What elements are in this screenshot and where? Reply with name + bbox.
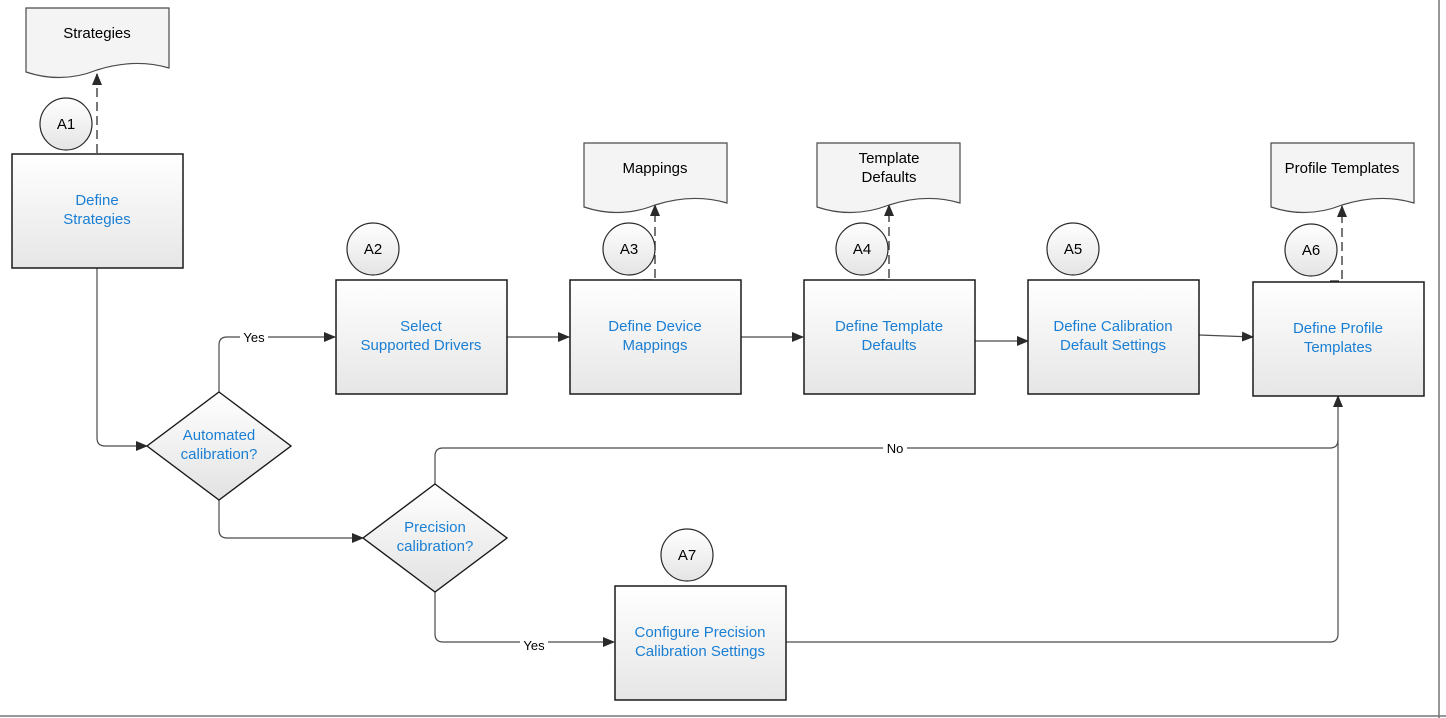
edge-label-precision-no: No <box>883 441 907 456</box>
svg-text:Yes: Yes <box>243 330 265 345</box>
document-mappings-label: Mappings <box>622 160 687 177</box>
svg-text:A2: A2 <box>364 241 382 258</box>
decision-precision-line1: Precision <box>404 519 466 536</box>
svg-text:A5: A5 <box>1064 241 1082 258</box>
step-id-circle-a7: A7 <box>660 528 714 582</box>
step-a6-line1: Define Profile <box>1293 320 1383 337</box>
step-a5-line1: Define Calibration <box>1053 318 1172 335</box>
step-a2-line1: Select <box>400 318 443 335</box>
decision-automated-line2: calibration? <box>181 446 258 463</box>
decision-automated-calibration[interactable]: Automated calibration? <box>145 391 293 501</box>
dashed-a6-profile-templates <box>1330 205 1347 282</box>
connector-a7-a6 <box>786 440 1339 643</box>
document-profile-templates-label: Profile Templates <box>1285 160 1400 177</box>
step-a7-line1: Configure Precision <box>635 624 766 641</box>
step-box-a7[interactable]: Configure Precision Calibration Settings <box>614 585 787 701</box>
decision-precision-calibration[interactable]: Precision calibration? <box>361 483 509 593</box>
step-box-a1[interactable]: Define Strategies <box>11 153 184 269</box>
document-template-defaults[interactable]: Template Defaults <box>816 142 961 214</box>
svg-text:A6: A6 <box>1302 242 1320 259</box>
svg-text:A1: A1 <box>57 116 75 133</box>
svg-text:No: No <box>887 441 904 456</box>
document-mappings[interactable]: Mappings <box>583 142 728 214</box>
connector-a1-to-automated <box>96 268 148 451</box>
step-id-circle-a5: A5 <box>1046 222 1100 276</box>
step-box-a6[interactable]: Define Profile Templates <box>1252 281 1425 397</box>
step-a4-line2: Defaults <box>861 337 916 354</box>
step-id-circle-a2: A2 <box>346 222 400 276</box>
step-a6-line2: Templates <box>1304 339 1372 356</box>
step-box-a4[interactable]: Define Template Defaults <box>803 279 976 395</box>
step-a1-line2: Strategies <box>63 211 131 228</box>
connector-a5-a6 <box>1198 331 1254 342</box>
step-a5-line2: Default Settings <box>1060 337 1166 354</box>
step-box-a5[interactable]: Define Calibration Default Settings <box>1027 279 1200 395</box>
step-box-a3[interactable]: Define Device Mappings <box>569 279 742 395</box>
connector-automated-yes-a2 <box>218 332 336 392</box>
step-a2-line2: Supported Drivers <box>361 337 482 354</box>
step-id-circle-a1: A1 <box>39 97 93 151</box>
svg-text:A3: A3 <box>620 241 638 258</box>
step-id-circle-a6: A6 <box>1284 223 1338 277</box>
document-template-defaults-line2: Defaults <box>861 169 916 186</box>
svg-text:A7: A7 <box>678 547 696 564</box>
document-strategies[interactable]: Strategies <box>25 7 170 79</box>
document-strategies-label: Strategies <box>63 25 131 42</box>
step-a7-line2: Calibration Settings <box>635 643 765 660</box>
svg-text:A4: A4 <box>853 241 871 258</box>
step-box-a2[interactable]: Select Supported Drivers <box>335 279 508 395</box>
step-a3-line2: Mappings <box>622 337 687 354</box>
svg-text:Yes: Yes <box>523 638 545 653</box>
decision-precision-line2: calibration? <box>397 538 474 555</box>
step-a1-line1: Define <box>75 192 118 209</box>
step-a3-line1: Define Device <box>608 318 701 335</box>
document-profile-templates[interactable]: Profile Templates <box>1270 142 1415 214</box>
connector-automated-to-precision <box>218 500 364 543</box>
step-a4-line1: Define Template <box>835 318 943 335</box>
decision-automated-line1: Automated <box>183 427 256 444</box>
connector-precision-no-a6 <box>434 395 1343 484</box>
step-id-circle-a3: A3 <box>602 222 656 276</box>
connector-precision-yes-a7 <box>434 592 615 647</box>
edge-label-precision-yes: Yes <box>520 638 548 653</box>
step-id-circle-a4: A4 <box>835 222 889 276</box>
edge-label-automated-yes: Yes <box>240 330 268 345</box>
document-template-defaults-line1: Template <box>859 150 920 167</box>
